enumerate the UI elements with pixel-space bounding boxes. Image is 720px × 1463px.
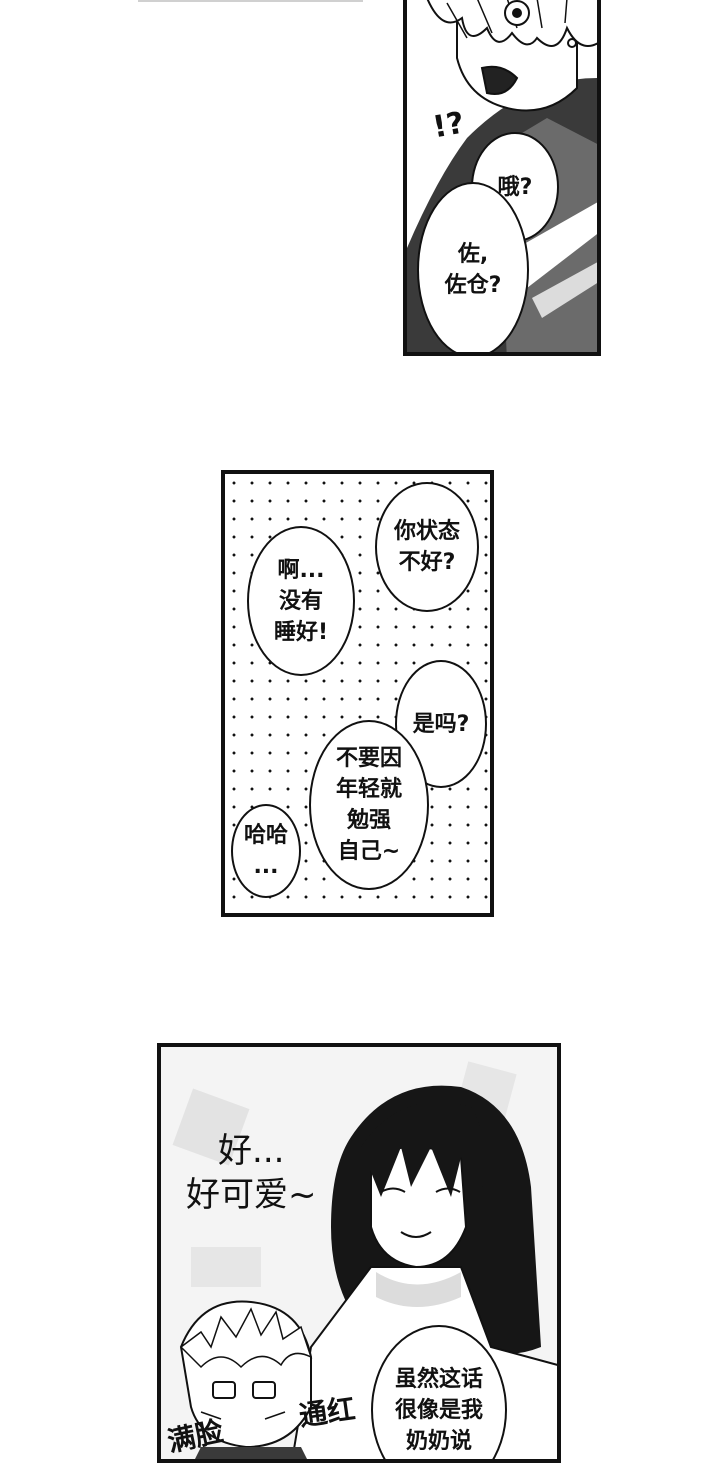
comic-panel-3: 好... 好可爱~ 满脸 通红 虽然这话 很像是我 奶奶说 [157,1043,561,1463]
speech-bubble-text: 你状态 不好? [393,519,460,575]
speech-bubble-text: 哈哈 ... [243,823,288,879]
speech-bubble-text: 是吗? [412,711,470,737]
speech-bubble: 佐, 佐仓? [417,182,529,352]
speech-bubble: 啊... 没有 睡好! [247,526,355,676]
speech-bubble-text: 佐, 佐仓? [444,242,502,298]
speech-bubble-text: 虽然这话 很像是我 奶奶说 [394,1366,483,1454]
speech-bubble-text: 啊... 没有 睡好! [273,557,329,645]
comic-panel-2: 你状态 不好? 啊... 没有 睡好! 是吗? 不要因 年轻就 勉强 自己~ 哈… [221,470,494,917]
surprise-sfx: !? [430,105,467,146]
caption-text: 好... 好可爱~ [186,1131,317,1215]
speech-bubble: 不要因 年轻就 勉强 自己~ [309,720,429,890]
blush-sfx-right: 通红 [297,1392,358,1433]
speech-bubble: 哈哈 ... [231,804,301,898]
speech-bubble: 你状态 不好? [375,482,479,612]
comic-panel-1: !? 哦? 佐, 佐仓? [403,0,601,356]
top-divider-line [138,0,363,2]
speech-bubble-text: 不要因 年轻就 勉强 自己~ [335,746,402,864]
